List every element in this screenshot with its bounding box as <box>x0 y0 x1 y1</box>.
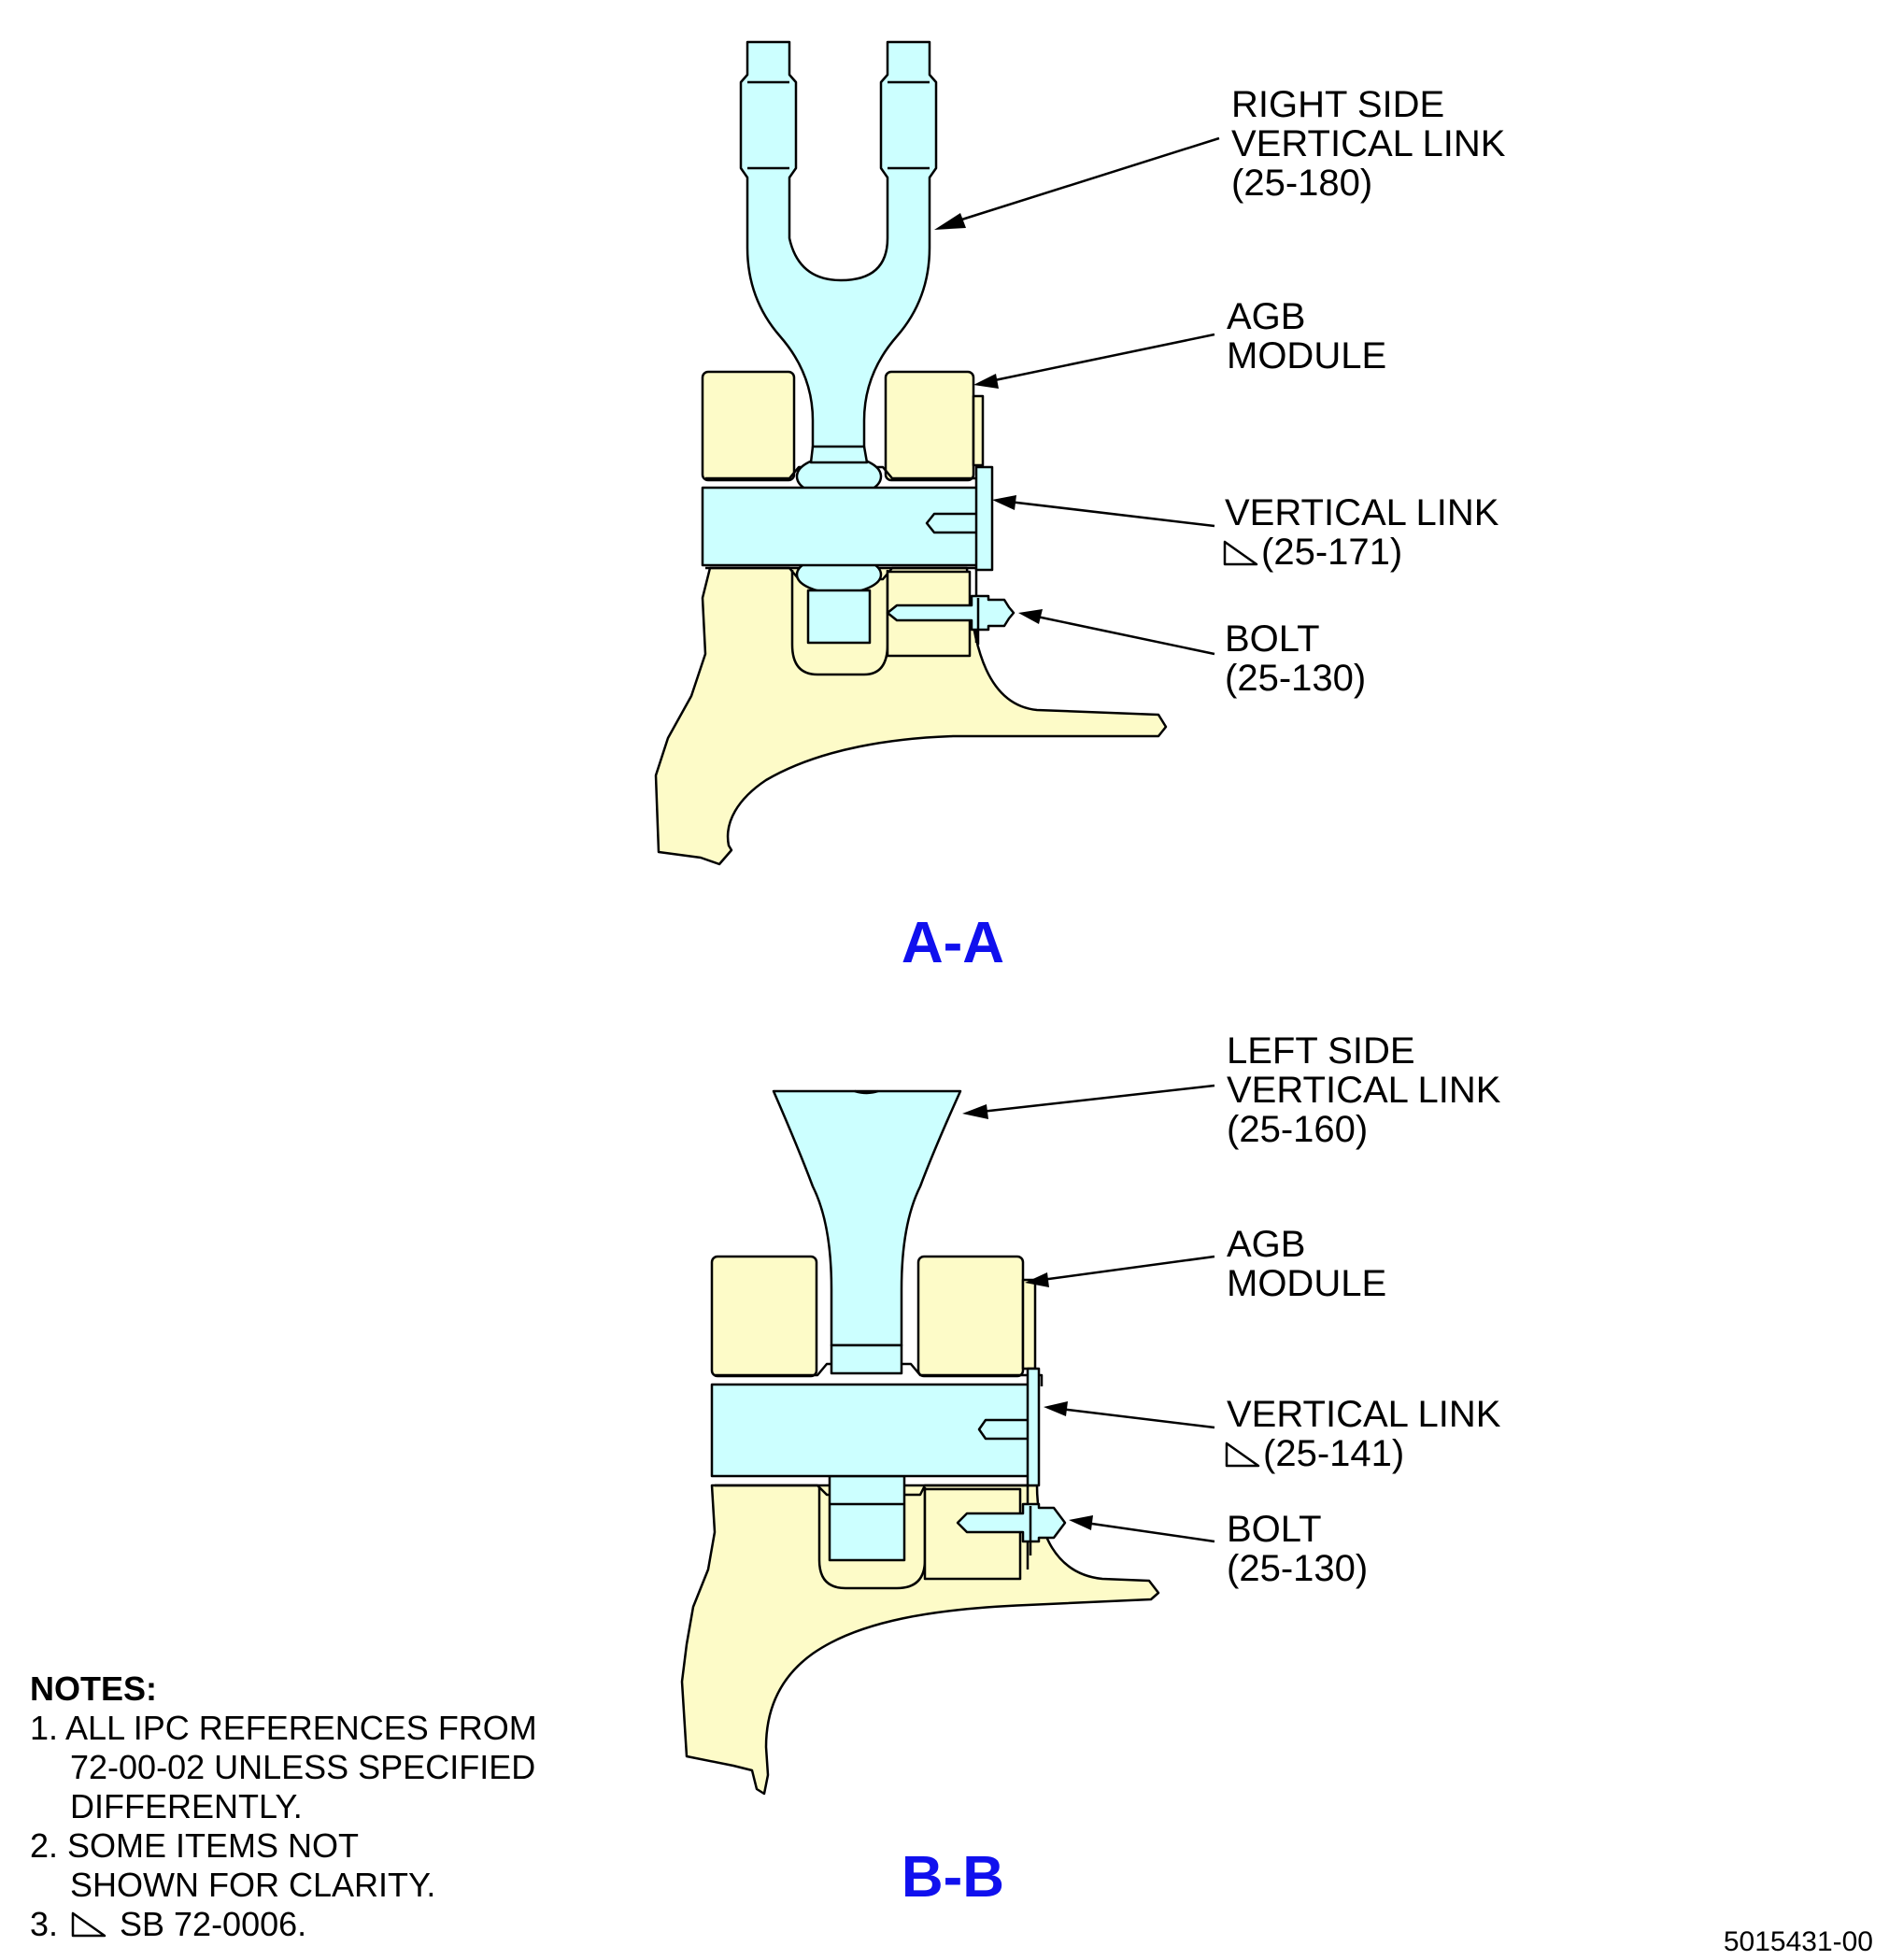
a-sb-triangle-icon <box>1223 540 1258 566</box>
a-bolt-label-2: (25-130) <box>1225 658 1366 699</box>
section-b-leaders <box>962 1084 1215 1543</box>
b-lower-link-label-1: VERTICAL LINK <box>1227 1394 1501 1435</box>
a-upper-link-label-2: VERTICAL LINK <box>1231 123 1506 164</box>
section-a-drawing <box>654 40 1168 866</box>
note-sb-triangle-icon <box>71 1911 107 1938</box>
a-agb-label-2: MODULE <box>1227 335 1386 376</box>
note-line-1: 1. ALL IPC REFERENCES FROM <box>30 1709 537 1747</box>
b-bolt-label-1: BOLT <box>1227 1509 1322 1550</box>
figure-number: 5015431-00 <box>1724 1926 1873 1957</box>
section-b-agb-left <box>710 1255 818 1378</box>
section-a-labels: RIGHT SIDE VERTICAL LINK (25-180) AGB MO… <box>1223 84 1506 699</box>
b-upper-link-label-3: (25-160) <box>1227 1109 1368 1150</box>
section-a-link-bar-notch <box>925 512 976 534</box>
a-upper-link-label-3: (25-180) <box>1231 163 1372 204</box>
note-line-7: SB 72-0006. <box>120 1905 306 1943</box>
b-agb-label-1: AGB <box>1227 1224 1305 1265</box>
section-b-bushing <box>923 1487 1022 1581</box>
section-a-neck <box>809 445 869 464</box>
section-b-housing-slot <box>817 1487 927 1590</box>
section-a-yoke <box>739 40 938 450</box>
note-line-5: SHOWN FOR CLARITY. <box>70 1866 435 1904</box>
section-b-agb-right <box>916 1255 1025 1378</box>
section-a-leaders <box>934 136 1220 656</box>
section-b-drawing <box>680 1089 1160 1796</box>
section-b-neck <box>830 1343 903 1375</box>
section-a-agb-left <box>701 370 796 482</box>
section-a-bolt <box>886 594 1016 632</box>
section-a-stub <box>806 589 872 645</box>
a-agb-label-1: AGB <box>1227 296 1305 337</box>
section-a-housing <box>654 566 1168 866</box>
note-line-6: 3. <box>30 1905 58 1943</box>
section-b-link-bar <box>710 1383 1039 1478</box>
a-bolt-label-1: BOLT <box>1225 618 1320 660</box>
section-a-housing-slot <box>790 570 889 676</box>
b-bolt-label-2: (25-130) <box>1227 1548 1368 1589</box>
section-b-flange-upper <box>715 1362 1044 1386</box>
section-b-housing <box>680 1484 1160 1796</box>
section-a-link-bar-end <box>974 465 994 572</box>
a-upper-link-label-1: RIGHT SIDE <box>1231 84 1444 125</box>
note-line-2: 72-00-02 UNLESS SPECIFIED <box>70 1748 535 1786</box>
note-line-3: DIFFERENTLY. <box>70 1787 303 1825</box>
section-b-labels: LEFT SIDE VERTICAL LINK (25-160) AGB MOD… <box>1225 1030 1501 1589</box>
b-upper-link-label-2: VERTICAL LINK <box>1227 1070 1501 1111</box>
section-a-agb-plate <box>972 394 985 467</box>
b-lower-link-label-2: (25-141) <box>1263 1433 1404 1474</box>
section-b-link-bar-notch <box>977 1418 1028 1441</box>
a-lower-link-label-1: VERTICAL LINK <box>1225 492 1499 533</box>
b-sb-triangle-icon <box>1225 1442 1260 1468</box>
notes-block: NOTES: 1. ALL IPC REFERENCES FROM 72-00-… <box>30 1669 537 1943</box>
section-b-title: B-B <box>902 1845 1004 1910</box>
section-a-title: A-A <box>902 911 1004 975</box>
a-lower-link-label-2: (25-171) <box>1261 532 1402 573</box>
section-b-agb-plate <box>1021 1278 1037 1371</box>
section-b-link-bar-end <box>1026 1367 1041 1487</box>
note-line-4: 2. SOME ITEMS NOT <box>30 1826 359 1865</box>
section-b-stub <box>828 1474 906 1562</box>
section-a-agb-right <box>884 370 975 482</box>
section-a-link-bar <box>701 486 987 567</box>
section-a-yoke-detail <box>747 80 930 170</box>
b-agb-label-2: MODULE <box>1227 1263 1386 1304</box>
section-b-bolt <box>956 1502 1067 1543</box>
section-b-tapered-link-mark <box>854 1089 879 1095</box>
b-upper-link-label-1: LEFT SIDE <box>1227 1030 1415 1072</box>
notes-heading: NOTES: <box>30 1669 157 1708</box>
